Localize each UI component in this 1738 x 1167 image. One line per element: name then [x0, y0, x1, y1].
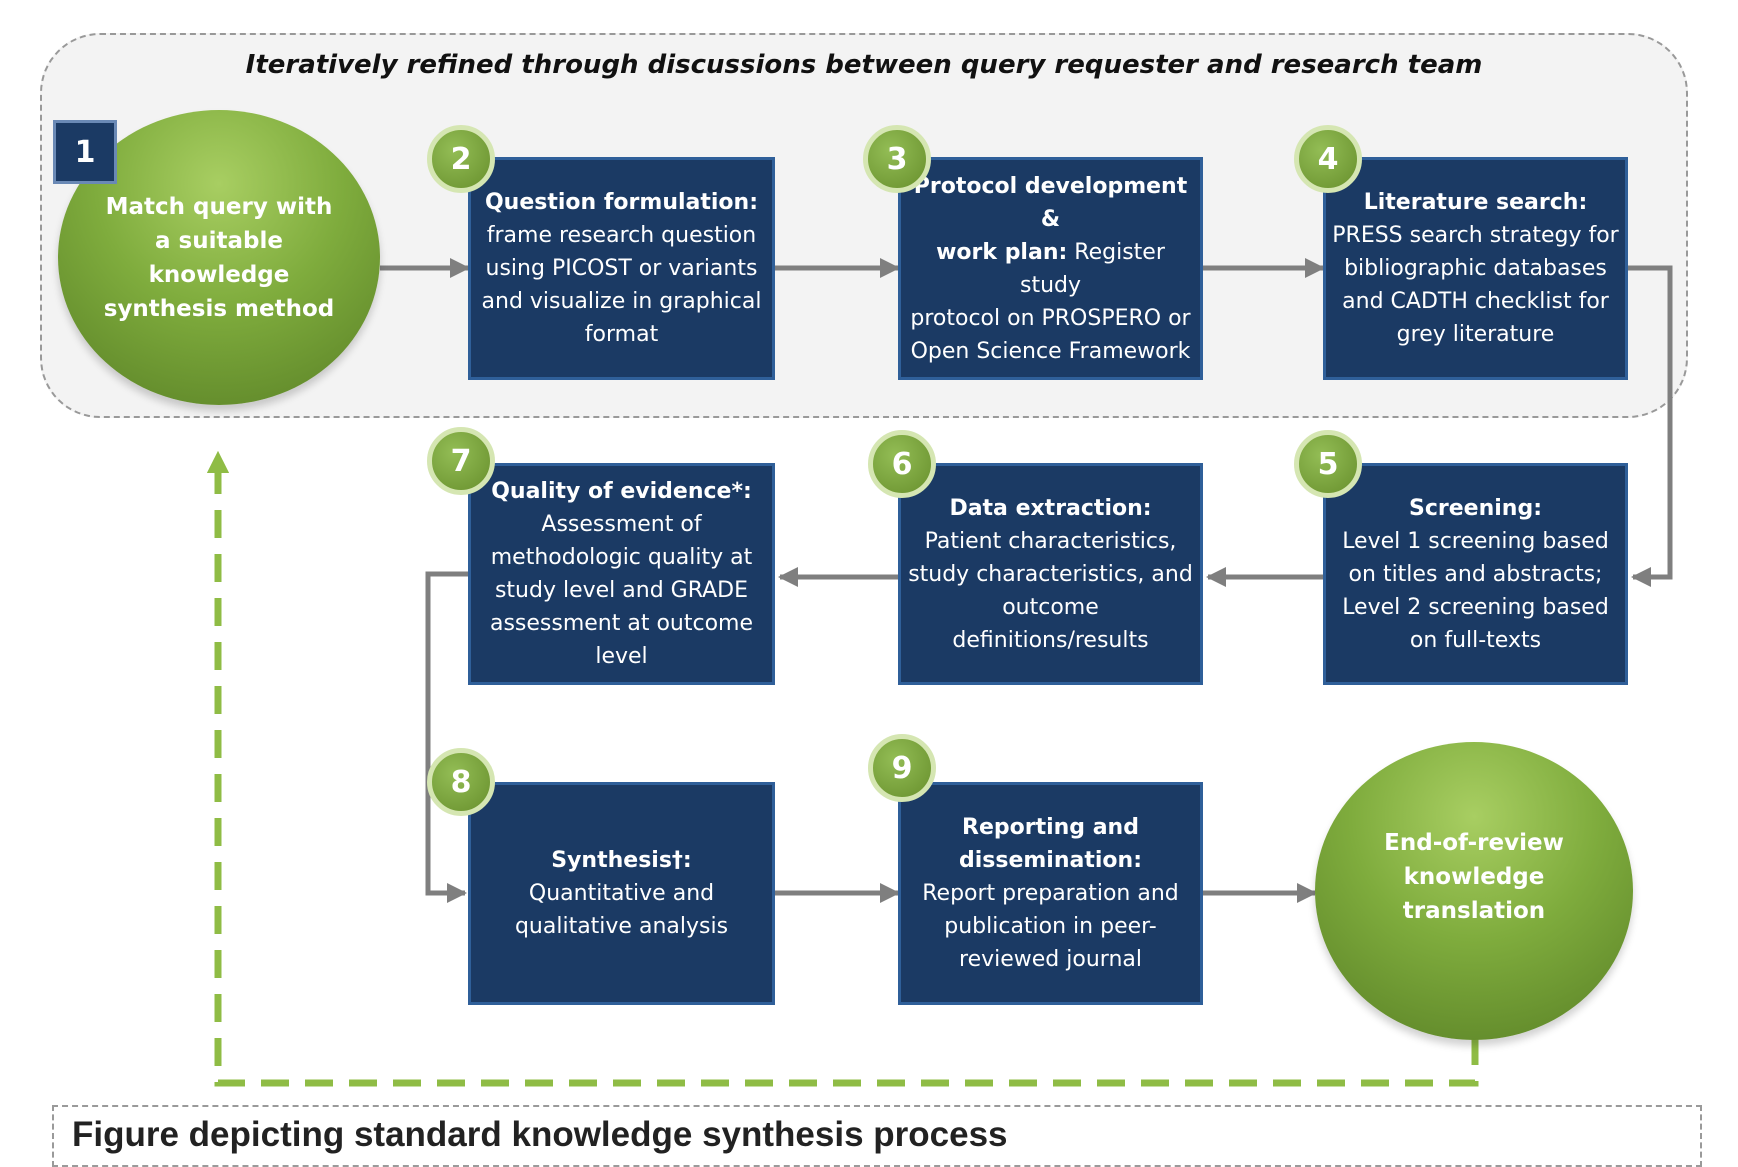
step-title: Quality of evidence*: — [491, 479, 752, 504]
step-3-badge: 3 — [863, 125, 931, 193]
step-line: Patient characteristics, — [924, 528, 1177, 554]
step-5-box: Screening: Level 1 screening based on ti… — [1323, 463, 1628, 685]
step-line: level — [595, 644, 648, 669]
step-8-badge: 8 — [427, 748, 495, 816]
start-node-line: a suitable — [155, 227, 283, 254]
start-node-line: Match query with — [105, 193, 333, 220]
step-line: publication in peer- — [944, 914, 1157, 939]
end-node-line: knowledge — [1403, 864, 1545, 890]
step-line: PRESS search strategy for — [1332, 223, 1619, 248]
step-line: Report preparation and — [922, 881, 1179, 906]
step-7-box: Quality of evidence*: Assessment of meth… — [468, 463, 775, 685]
step-6-box: Data extraction: Patient characteristics… — [898, 463, 1203, 685]
step-line: outcome — [1002, 594, 1099, 620]
iterative-refinement-label: Iteratively refined through discussions … — [245, 50, 1483, 80]
step-4-badge: 4 — [1294, 125, 1362, 193]
end-node-line: End-of-review — [1384, 830, 1564, 856]
step-line: assessment at outcome — [489, 611, 754, 636]
step-4-box: Literature search: PRESS search strategy… — [1323, 157, 1628, 380]
step-3-box: Protocol development & work plan: Regist… — [898, 157, 1203, 380]
arrow-7-to-8 — [425, 571, 468, 903]
start-node-line: knowledge — [148, 261, 290, 288]
step-line: study level and GRADE — [494, 578, 749, 603]
step-title: Synthesis†: — [551, 848, 692, 873]
step-line: Assessment of — [541, 512, 702, 537]
start-node-line: synthesis method — [103, 295, 335, 322]
step-line: Level 1 screening based — [1342, 528, 1609, 554]
step-8-box: Synthesis†: Quantitative and qualitative… — [468, 782, 775, 1005]
step-title: Screening: — [1409, 495, 1542, 521]
end-node: End-of-review knowledge translation — [1315, 742, 1633, 1040]
step-line: study characteristics, and — [908, 561, 1193, 587]
end-node-line: translation — [1402, 898, 1546, 924]
step-title: Protocol development & — [913, 173, 1188, 232]
step-line: reviewed journal — [959, 947, 1142, 972]
step-line: qualitative analysis — [514, 914, 729, 939]
step-7-badge: 7 — [427, 427, 495, 495]
step-line: methodologic quality at — [490, 545, 753, 570]
step-1-badge: 1 — [53, 120, 117, 184]
step-title: Question formulation: — [484, 190, 758, 215]
step-line: Quantitative and — [528, 881, 715, 906]
step-5-badge: 5 — [1294, 430, 1362, 498]
step-title-continued: work plan: — [936, 239, 1068, 265]
step-title: Literature search: — [1363, 190, 1588, 215]
step-9-box: Reporting and dissemination: Report prep… — [898, 782, 1203, 1005]
step-9-badge: 9 — [868, 734, 936, 802]
step-2-box: Question formulation: frame research que… — [468, 157, 775, 380]
feedback-loop-arrow — [206, 450, 1479, 1087]
start-node: Match query with a suitable knowledge sy… — [58, 110, 380, 405]
step-line: frame research question — [486, 223, 757, 248]
step-line: format — [584, 322, 659, 347]
step-line: Level 2 screening based — [1342, 594, 1609, 620]
step-title: Reporting and — [962, 815, 1139, 840]
step-title: Data extraction: — [949, 495, 1152, 521]
step-line: protocol on PROSPERO or — [910, 305, 1191, 331]
step-title-continued: dissemination: — [958, 848, 1142, 873]
step-2-badge: 2 — [427, 125, 495, 193]
step-line: on titles and abstracts; — [1348, 561, 1603, 587]
step-line: using PICOST or variants — [485, 256, 758, 281]
arrow-4-to-5 — [1628, 265, 1673, 587]
figure-caption: Figure depicting standard knowledge synt… — [72, 1115, 1008, 1154]
step-6-badge: 6 — [868, 430, 936, 498]
step-line: Open Science Framework — [910, 338, 1191, 364]
step-line: definitions/results — [952, 627, 1149, 653]
step-line: and CADTH checklist for — [1342, 289, 1609, 314]
step-line: grey literature — [1396, 322, 1555, 347]
step-line: Register study — [1019, 239, 1165, 298]
step-line: bibliographic databases — [1344, 256, 1607, 281]
step-line: and visualize in graphical — [481, 289, 762, 314]
step-line: on full-texts — [1409, 627, 1542, 653]
